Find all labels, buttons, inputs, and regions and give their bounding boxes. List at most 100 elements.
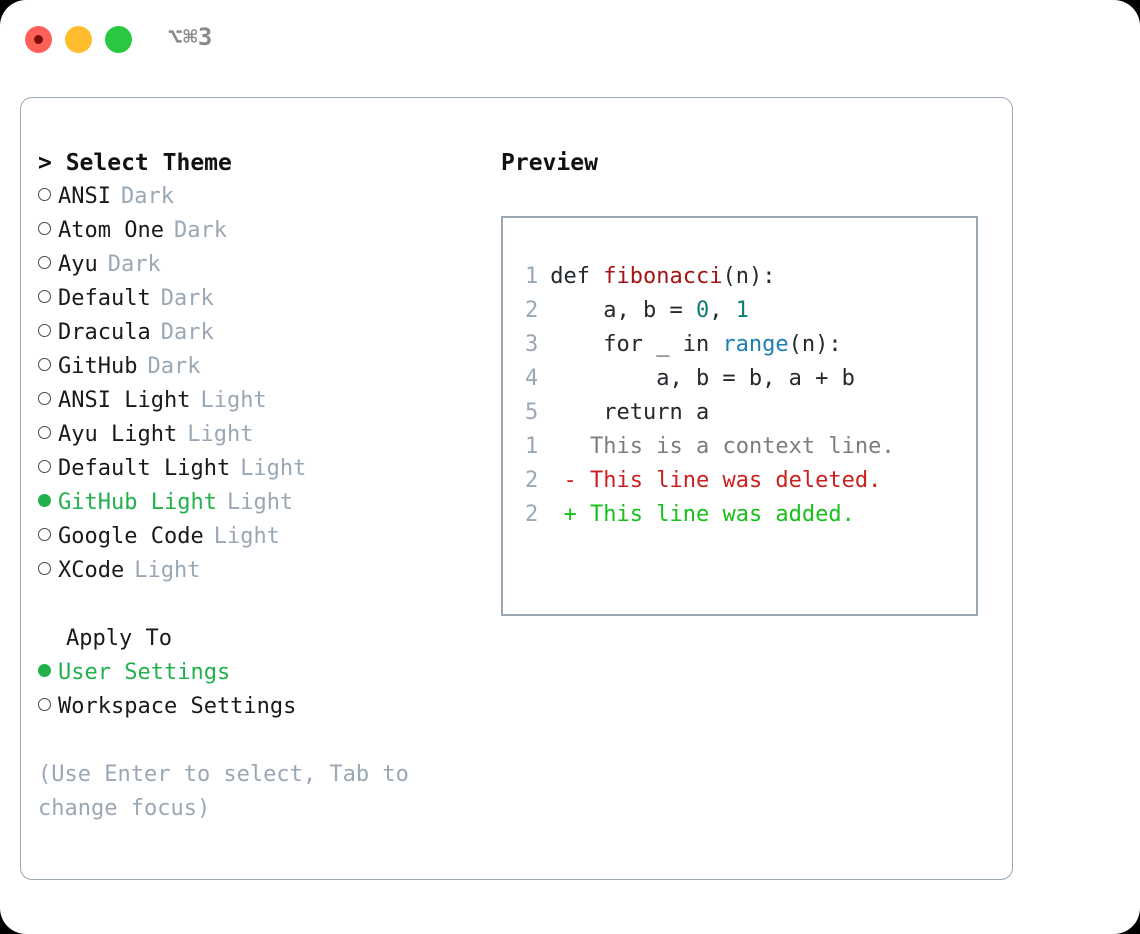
diff-line-del: 2 - This line was deleted. <box>525 464 895 498</box>
theme-option-variant-tag: Light <box>226 490 294 515</box>
title-bar: ⌥⌘3 <box>0 0 1140 76</box>
theme-option-xcode[interactable]: XCode Light <box>38 554 478 588</box>
theme-option-label: Ayu Light <box>58 422 178 447</box>
theme-option-label: GitHub Light <box>58 490 217 515</box>
diff-marker: + <box>563 502 577 527</box>
diff-marker: - <box>563 468 577 493</box>
diff-line-text: This line was deleted. <box>590 468 882 493</box>
theme-option-variant-tag: Light <box>134 558 201 583</box>
radio-unselected-icon <box>38 349 58 383</box>
radio-unselected-icon <box>38 281 58 315</box>
theme-option-label: Default Light <box>58 456 231 481</box>
code-line-number: 1 <box>525 264 539 289</box>
code-token: for _ in <box>550 332 723 357</box>
code-line-number: 5 <box>525 400 539 425</box>
diff-line-number: 1 <box>525 434 539 459</box>
apply-to-heading: Apply To <box>66 626 172 651</box>
diff-line-add: 2 + This line was added. <box>525 498 895 532</box>
code-line: 2 a, b = 0, 1 <box>525 294 855 328</box>
code-line: 3 for _ in range(n): <box>525 328 855 362</box>
radio-unselected-icon <box>38 247 58 281</box>
theme-option-default[interactable]: Default Dark <box>38 282 478 316</box>
diff-line-text: This line was added. <box>590 502 855 527</box>
theme-option-github-light[interactable]: GitHub Light Light <box>38 486 478 520</box>
code-line-number: 2 <box>525 298 539 323</box>
theme-option-label: Default <box>58 286 151 311</box>
radio-selected-icon <box>38 485 58 519</box>
theme-option-variant-tag: Light <box>200 388 267 413</box>
keyboard-hint-text: (Use Enter to select, Tab to change focu… <box>38 762 423 821</box>
theme-option-label: Atom One <box>58 218 164 243</box>
apply-to-option-workspace-settings[interactable]: Workspace Settings <box>38 690 478 724</box>
code-line-number: 4 <box>525 366 539 391</box>
theme-option-variant-tag: Dark <box>160 320 214 345</box>
radio-unselected-icon <box>38 519 58 553</box>
diff-line-text: This is a context line. <box>590 434 895 459</box>
code-token: range <box>722 332 789 357</box>
keyboard-shortcut-label: ⌥⌘3 <box>168 23 213 51</box>
code-token: 0 <box>695 298 710 323</box>
theme-option-variant-tag: Dark <box>160 286 214 311</box>
radio-unselected-icon <box>38 689 58 723</box>
theme-option-label: GitHub <box>58 354 138 379</box>
code-token: def <box>550 264 604 289</box>
theme-option-variant-tag: Light <box>187 422 254 447</box>
radio-unselected-icon <box>38 315 58 349</box>
apply-to-option-label: User Settings <box>58 660 231 685</box>
diff-line-number: 2 <box>525 468 539 493</box>
theme-option-google-code[interactable]: Google Code Light <box>38 520 478 554</box>
code-line: 5 return a <box>525 396 855 430</box>
code-token: a, b = <box>550 298 696 323</box>
apply-to-option-label: Workspace Settings <box>58 694 297 719</box>
radio-unselected-icon <box>38 383 58 417</box>
theme-option-variant-tag: Dark <box>107 252 161 277</box>
code-token: 1 <box>735 298 749 323</box>
radio-unselected-icon <box>38 451 58 485</box>
code-token: return a <box>550 400 710 425</box>
theme-option-default-light[interactable]: Default Light Light <box>38 452 478 486</box>
diff-line-ctx: 1 This is a context line. <box>525 430 895 464</box>
theme-option-variant-tag: Dark <box>147 354 201 379</box>
theme-option-dracula[interactable]: Dracula Dark <box>38 316 478 350</box>
preview-column: Preview 1 def fibonacci(n):2 a, b = 0, 1… <box>501 146 1001 616</box>
preview-heading: Preview <box>501 150 598 176</box>
code-token: (n): <box>722 264 776 289</box>
diff-marker <box>564 434 577 459</box>
diff-line-number: 2 <box>525 502 539 527</box>
theme-option-ansi-light[interactable]: ANSI Light Light <box>38 384 478 418</box>
radio-selected-icon <box>38 655 58 689</box>
theme-option-variant-tag: Light <box>240 456 307 481</box>
select-theme-heading: > Select Theme <box>38 150 232 176</box>
theme-option-label: ANSI Light <box>58 388 191 413</box>
theme-option-ayu-light[interactable]: Ayu Light Light <box>38 418 478 452</box>
theme-option-label: Dracula <box>58 320 151 345</box>
theme-option-variant-tag: Light <box>213 524 280 549</box>
theme-option-label: Ayu <box>58 252 98 277</box>
radio-unselected-icon <box>38 553 58 587</box>
minimize-window-button[interactable] <box>65 26 92 53</box>
maximize-window-button[interactable] <box>105 26 132 53</box>
radio-unselected-icon <box>38 213 58 247</box>
code-line-number: 3 <box>525 332 539 357</box>
apply-to-option-user-settings[interactable]: User Settings <box>38 656 478 690</box>
code-token: fibonacci <box>603 264 723 289</box>
code-token: , <box>709 298 736 323</box>
theme-option-ayu[interactable]: Ayu Dark <box>38 248 478 282</box>
theme-option-variant-tag: Dark <box>120 184 174 209</box>
code-token: (n): <box>788 332 842 357</box>
theme-option-ansi[interactable]: ANSI Dark <box>38 180 478 214</box>
radio-unselected-icon <box>38 417 58 451</box>
recording-indicator-icon <box>34 35 43 44</box>
radio-unselected-icon <box>38 179 58 213</box>
theme-option-label: ANSI <box>58 184 111 209</box>
theme-option-label: XCode <box>58 558 125 583</box>
theme-option-github[interactable]: GitHub Dark <box>38 350 478 384</box>
theme-option-label: Google Code <box>58 524 204 549</box>
